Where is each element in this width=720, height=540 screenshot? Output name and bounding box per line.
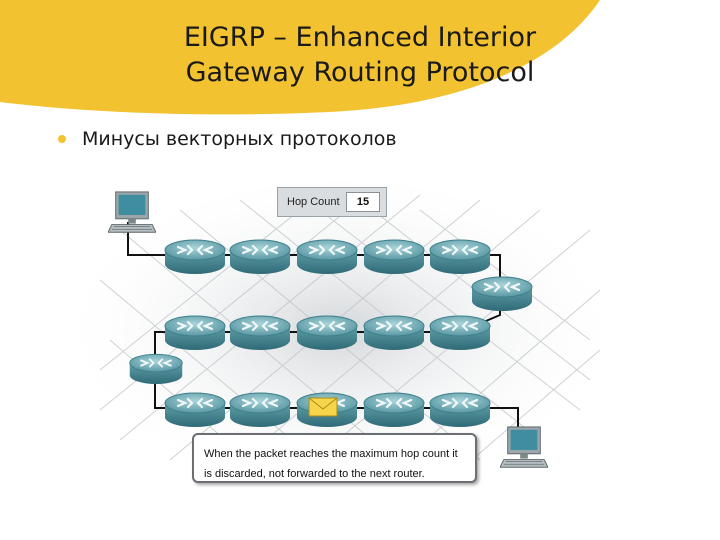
callout-text: When the packet reaches the maximum hop … — [204, 448, 458, 480]
router-icon — [362, 314, 426, 352]
hop-count-value: 15 — [346, 192, 380, 212]
bullet-item: Минусы векторных протоколов — [58, 128, 397, 150]
hop-count-label: Hop Count — [287, 196, 340, 208]
bullet-text: Минусы векторных протоколов — [82, 128, 397, 150]
pc-icon — [108, 191, 156, 233]
callout-box: When the packet reaches the maximum hop … — [192, 433, 477, 483]
router-icon — [362, 238, 426, 276]
yellow-corner-shape — [0, 0, 600, 115]
router-icon — [228, 238, 292, 276]
title-line-1: EIGRP – Enhanced Interior — [183, 22, 537, 53]
router-icon — [163, 391, 227, 429]
router-icon — [428, 391, 492, 429]
router-icon — [228, 391, 292, 429]
router-icon — [295, 314, 359, 352]
router-icon — [428, 314, 492, 352]
slide-title: EIGRP – Enhanced Interior Gateway Routin… — [110, 20, 610, 90]
router-icon — [163, 238, 227, 276]
hop-count-panel: Hop Count 15 — [277, 187, 387, 217]
pc-icon — [500, 426, 548, 468]
router-icon — [470, 275, 534, 313]
router-icon — [295, 238, 359, 276]
router-icon — [128, 353, 184, 385]
title-line-2: Gateway Routing Protocol — [185, 57, 535, 88]
router-icon — [428, 238, 492, 276]
router-icon — [163, 314, 227, 352]
router-icon — [228, 314, 292, 352]
bullet-dot-icon — [58, 135, 66, 143]
envelope-icon — [308, 397, 338, 417]
router-icon — [362, 391, 426, 429]
